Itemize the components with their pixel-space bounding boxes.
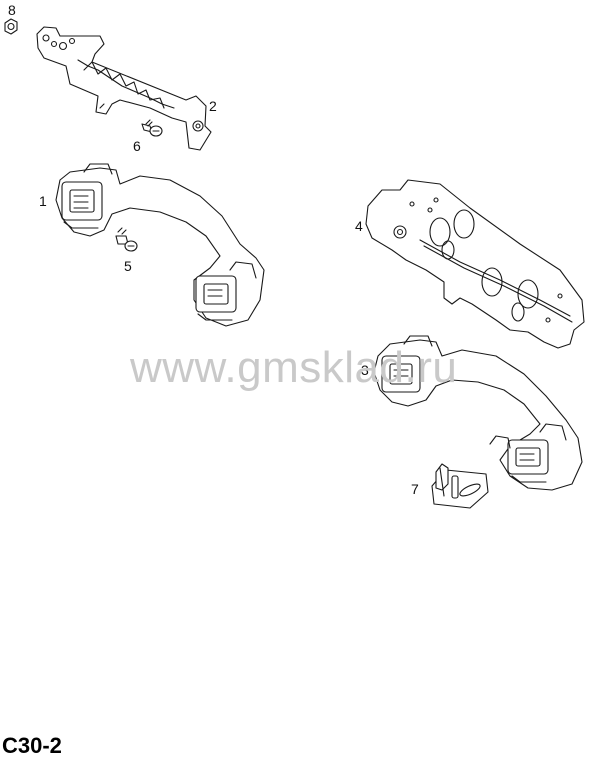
part-2-bracket xyxy=(36,26,212,151)
callout-5: 5 xyxy=(124,258,132,274)
part-1-grab-handle xyxy=(55,163,265,327)
part-7-clip xyxy=(431,463,489,509)
part-5-screw xyxy=(115,227,138,252)
callout-7: 7 xyxy=(411,481,419,497)
callout-6: 6 xyxy=(133,138,141,154)
callout-2: 2 xyxy=(209,98,217,114)
callout-4: 4 xyxy=(355,218,363,234)
part-3-grab-handle xyxy=(373,335,583,491)
callout-3: 3 xyxy=(361,362,369,378)
part-6-screw xyxy=(141,119,163,137)
watermark: www.gmsklad.ru xyxy=(130,343,458,392)
callout-1: 1 xyxy=(39,193,47,209)
diagram-code: C30-2 xyxy=(2,733,62,758)
part-4-plate xyxy=(365,179,585,349)
callout-8: 8 xyxy=(8,2,16,18)
part-8-nut xyxy=(4,18,18,35)
